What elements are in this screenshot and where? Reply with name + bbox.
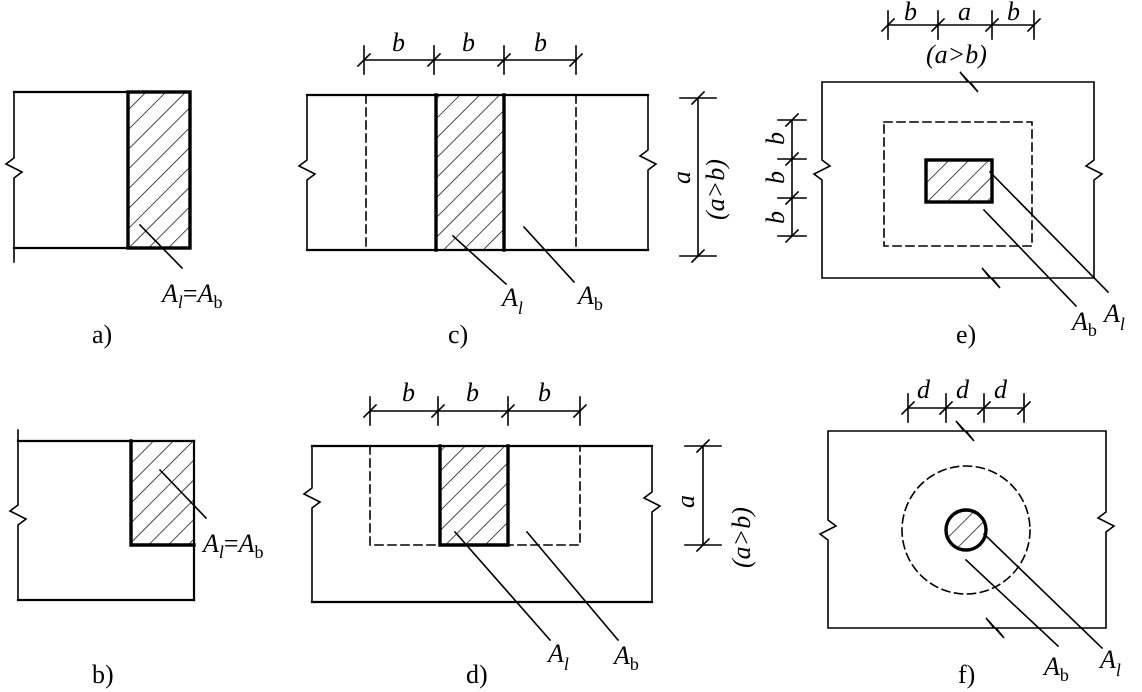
panel-c-dim-b3: b [534,28,547,57]
panel-f-caption: f) [958,660,975,689]
panel-a-label-al: Al=Ab [160,279,222,312]
panel-e-loaded-area-outline [924,158,994,204]
panel-e: b a b (a>b) b b b Ab Al e) [761,0,1125,349]
panel-f-leader-ab [964,558,1060,648]
panel-c-dim-b2: b [462,28,475,57]
panel-c: b b b a (a>b) Al Ab c) [297,28,730,349]
panel-b-label-al: Al=Ab [201,529,263,562]
panel-e-leader-ab [982,208,1078,308]
panel-e-dim-b2: b [1007,0,1020,26]
panel-f-loaded-area [946,510,986,550]
panel-d-dim-a: a [671,495,700,508]
panel-c-dim-a: a [667,171,696,184]
panel-e-leader-al [988,170,1110,294]
panel-a-caption: a) [92,320,112,349]
panel-b-caption: b) [92,660,114,689]
panel-e-side-dim-b3: b [761,211,790,224]
panel-b-leader [158,468,208,520]
panel-f-label-ab: Ab [1042,652,1069,685]
panel-f-dim-d2: d [956,375,970,404]
panel-f-dim-d1: d [917,375,931,404]
panel-c-dim-cond: (a>b) [701,159,730,220]
panel-d-caption: d) [466,660,488,689]
panel-c-label-al: Al [500,283,523,318]
panel-d-loaded-area [440,446,508,545]
panel-d-dim-b2: b [466,378,479,407]
panel-b-loaded-area [131,441,194,545]
panel-c-break-right [638,94,658,251]
panel-d-break-left [302,445,322,603]
panel-b: Al=Ab b) [8,429,263,689]
panel-e-dashed-area [883,121,1033,247]
panel-b-loaded-area-outline [129,439,196,547]
panel-d-loaded-area-outline [438,444,510,547]
panel-d-leader-al [453,530,552,642]
panel-c-dim-b1: b [392,28,405,57]
panel-a-leader [138,223,184,270]
panel-a-break-line [4,91,24,263]
panel-f: d d d Ab Al f) [818,375,1121,689]
panel-a-loaded-area [128,92,190,248]
panel-d-dashed-area [369,445,581,546]
panel-e-side-dim-b1: b [761,132,790,145]
panel-c-loaded-area [436,95,504,250]
panel-b-break-line [8,429,28,601]
panel-f-dim-d3: d [994,375,1008,404]
panel-d-break-right [642,445,662,603]
panel-e-loaded-area [926,160,992,202]
panel-d-dim-b1: b [402,378,415,407]
panel-d-dim-cond: (a>b) [727,507,756,568]
panel-f-leader-al [982,532,1104,650]
panel-c-label-ab: Ab [576,281,603,314]
panel-c-caption: c) [448,320,468,349]
panel-f-label-al: Al [1098,645,1121,680]
panel-d-dim-b3: b [538,378,551,407]
panel-d-label-ab: Ab [612,641,639,674]
panel-e-caption: e) [956,320,976,349]
panel-c-leader-ab [522,225,576,284]
panel-e-dim-cond: (a>b) [926,40,987,69]
panel-c-break-left [297,94,317,251]
panel-f-outline [818,420,1116,639]
panel-a: Al=Ab a) [4,90,222,349]
panel-e-dim-a: a [958,0,971,26]
panel-e-dim-b1: b [904,0,917,26]
panel-d-leader-ab [525,530,620,642]
panel-e-label-al: Al [1102,299,1125,334]
panel-d-label-al: Al [546,639,569,674]
panel-e-label-ab: Ab [1070,307,1097,340]
panel-d: b b b a (a>b) Al Ab d) [302,378,756,689]
panel-c-leader-al [451,234,508,286]
panel-f-dashed-area [901,465,1031,595]
panel-f-loaded-area-outline [944,508,988,552]
panel-a-loaded-area-outline [126,90,192,250]
panel-e-side-dim-b2: b [761,171,790,184]
